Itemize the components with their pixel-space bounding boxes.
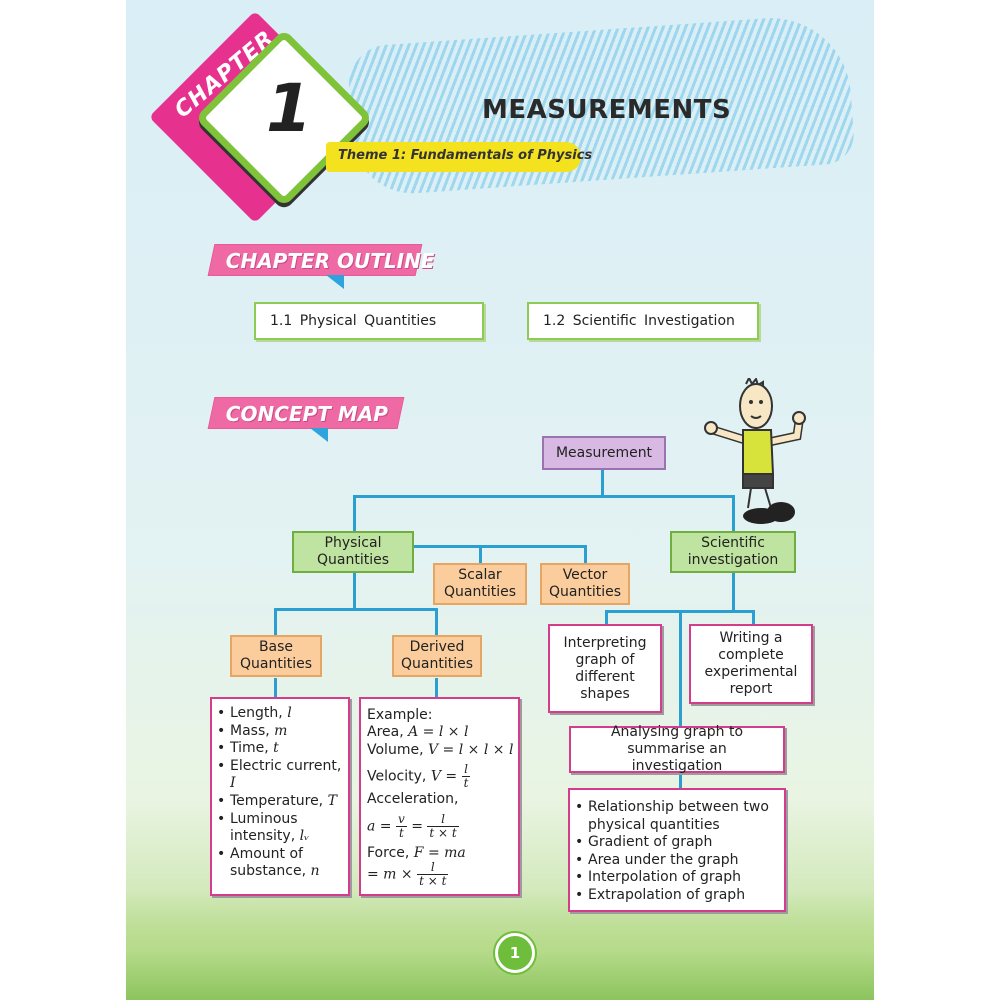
acceleration-label: Acceleration, [367,791,459,807]
derived-example-label: Example: [367,707,433,723]
connector [601,469,604,497]
connector [353,495,356,533]
volume-formula: Volume, V = l × l × l [367,742,514,758]
list-item: Temperature, T [217,793,348,811]
outline-item-2[interactable]: 1.2 Scientific Investigation [527,302,759,340]
derived-quantities-box: Example: Area, A = l × l Volume, V = l ×… [359,697,520,896]
list-item: Length, l [217,705,348,723]
connector [584,545,587,565]
connector [274,678,277,698]
connector [479,545,482,565]
list-item: Mass, m [217,723,348,741]
connector [732,495,735,533]
ribbon-tail [326,275,344,289]
cartoon-boy-illustration [704,378,806,524]
area-formula: Area, A = l × l [367,724,469,740]
theme-text: Theme 1: Fundamentals of Physics [338,148,593,163]
node-writing-report: Writing a complete experimental report [689,624,813,704]
node-physical-quantities: Physical Quantities [292,531,414,573]
node-analysing-label: Analysing graph to summarise an investig… [610,724,744,774]
node-scientific-label: Scientific investigation [687,535,779,568]
list-item: Luminous intensity, lᵥ [217,811,348,846]
connector [274,608,277,636]
chapter-outline-heading: CHAPTER OUTLINE [225,249,435,273]
connector [409,545,587,548]
node-vector-label: Vector Quantities [548,567,621,600]
page: CHAPTER 1 MEASUREMENTS Theme 1: Fundamen… [126,0,874,1000]
node-analysing-graph: Analysing graph to summarise an investig… [569,724,785,774]
connector [752,610,755,626]
node-scalar-label: Scalar Quantities [443,567,516,600]
node-scalar-quantities: Scalar Quantities [433,563,527,605]
connector [353,495,734,498]
connector [274,608,438,611]
analysis-list: Relationship between two physical quanti… [570,799,784,905]
connector [353,572,356,610]
list-item: Gradient of graph [575,834,784,852]
node-scientific-investigation: Scientific investigation [670,531,796,573]
base-list: Length, l Mass, m Time, t Electric curre… [212,705,348,881]
list-item: Interpolation of graph [575,869,784,887]
list-item: Amount of substance, n [217,846,348,881]
node-base-quantities: Base Quantities [230,635,322,677]
page-number: 1 [495,933,535,973]
chapter-number: 1 [266,70,312,147]
connector [435,608,438,636]
node-measurement-label: Measurement [555,444,653,461]
connector [679,772,682,790]
graph-analysis-list: Relationship between two physical quanti… [568,788,786,912]
node-interpreting-graph: Interpreting graph of different shapes [548,624,662,713]
concept-map-heading: CONCEPT MAP [225,402,388,426]
outline-item-1-label: 1.1 Physical Quantities [270,313,437,329]
connector [435,678,438,698]
node-derived-label: Derived Quantities [400,639,473,672]
list-item: Time, t [217,740,348,758]
node-writing-label: Writing a complete experimental report [704,630,798,697]
concept-map-ribbon: CONCEPT MAP [208,398,404,428]
node-physical-label: Physical Quantities [316,535,389,568]
node-measurement: Measurement [542,436,666,470]
node-derived-quantities: Derived Quantities [392,635,482,677]
connector [732,572,735,612]
connector [679,610,682,728]
base-quantities-list: Length, l Mass, m Time, t Electric curre… [210,697,350,896]
node-base-label: Base Quantities [239,639,312,672]
outline-item-2-label: 1.2 Scientific Investigation [543,313,735,329]
ribbon-tail [310,428,328,442]
force-formula: Force, F = ma [367,845,466,861]
list-item: Area under the graph [575,852,784,870]
node-interpreting-label: Interpreting graph of different shapes [563,634,647,702]
chapter-title: MEASUREMENTS [482,95,732,125]
list-item: Relationship between two physical quanti… [575,799,784,834]
chapter-outline-ribbon: CHAPTER OUTLINE [208,245,434,275]
list-item: Electric current, I [217,758,348,793]
outline-item-1[interactable]: 1.1 Physical Quantities [254,302,484,340]
connector [605,610,608,626]
list-item: Extrapolation of graph [575,887,784,905]
theme-banner: Theme 1: Fundamentals of Physics [326,142,592,172]
node-vector-quantities: Vector Quantities [540,563,630,605]
